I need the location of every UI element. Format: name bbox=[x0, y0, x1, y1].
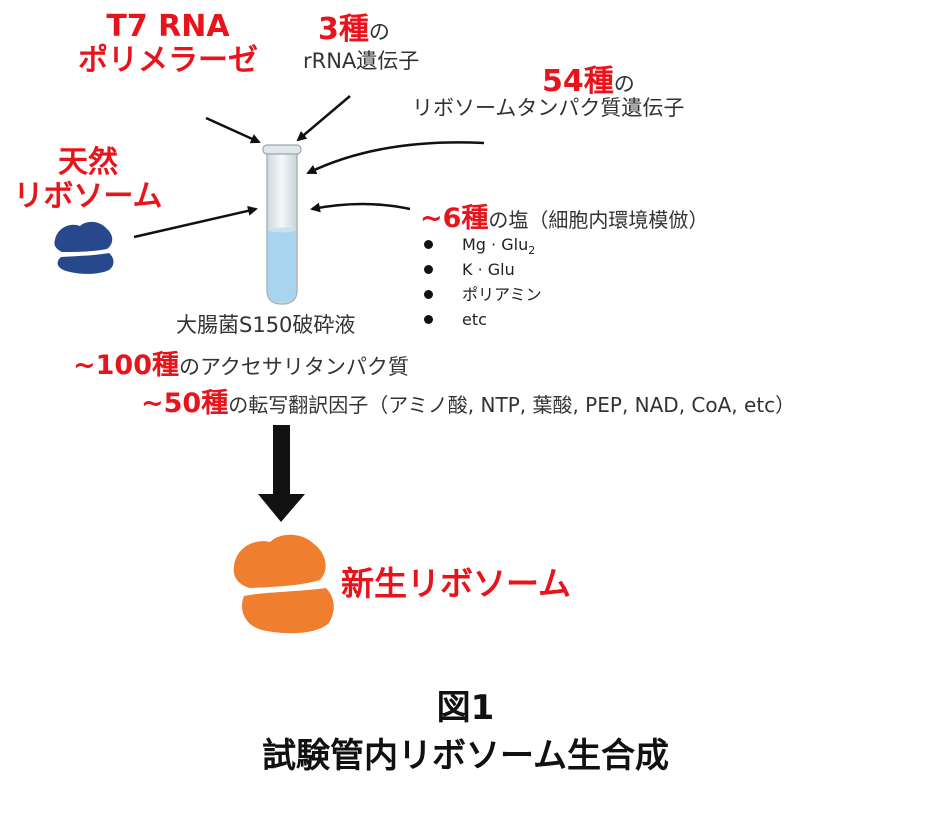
natural-line2: リボソーム bbox=[13, 179, 163, 214]
label-salt-row: ~6種の塩（細胞内環境模倣） bbox=[420, 196, 708, 235]
natural-line1: 天然 bbox=[58, 145, 118, 180]
label-natural-ribosome: 天然 リボソーム bbox=[8, 146, 168, 214]
t7-line2: ポリメラーゼ bbox=[78, 43, 258, 78]
new-ribosome-icon bbox=[233, 534, 334, 634]
arrow-rrna bbox=[296, 95, 351, 142]
rrna-no: の bbox=[368, 20, 390, 44]
tl-count: ~50種 bbox=[141, 388, 229, 419]
label-ribosomal-protein-genes: リボソームタンパク質遺伝子 bbox=[412, 96, 685, 120]
tl-text: の転写翻訳因子（アミノ酸, NTP, 葉酸, PEP, NAD, CoA, et… bbox=[228, 393, 796, 417]
rp-no: の bbox=[613, 72, 635, 96]
arrow-natural bbox=[133, 205, 258, 239]
arrow-t7 bbox=[205, 116, 261, 144]
down-arrow-icon bbox=[258, 425, 305, 522]
acc-text: のアクセサリタンパク質 bbox=[178, 355, 409, 379]
label-rrna-count-row: 3種の bbox=[318, 4, 390, 48]
label-s150-lysate: 大腸菌S150破砕液 bbox=[176, 313, 356, 337]
salt-item-etc: etc bbox=[422, 307, 542, 332]
salt-item-polyamine: ポリアミン bbox=[422, 282, 542, 307]
salt-count: ~6種 bbox=[420, 203, 489, 234]
label-rp-count-row: 54種の bbox=[542, 56, 635, 100]
rp-count: 54種 bbox=[542, 64, 614, 99]
acc-count: ~100種 bbox=[73, 350, 179, 381]
salt-item-k: K · Glu bbox=[422, 257, 542, 282]
label-factors-row: ~50種の転写翻訳因子（アミノ酸, NTP, 葉酸, PEP, NAD, CoA… bbox=[141, 381, 795, 420]
figure-title: 試験管内リボソーム生合成 bbox=[262, 736, 669, 776]
arrow-salt bbox=[310, 202, 411, 213]
natural-ribosome-icon bbox=[54, 221, 114, 274]
rrna-count: 3種 bbox=[318, 12, 369, 47]
salt-item-mg: Mg · Glu2 bbox=[422, 232, 542, 257]
salt-text: の塩（細胞内環境模倣） bbox=[488, 208, 709, 232]
arrow-rprotein bbox=[306, 141, 485, 175]
t7-line1: T7 RNA bbox=[106, 9, 230, 44]
label-accessory-row: ~100種のアクセサリタンパク質 bbox=[73, 343, 409, 382]
label-rrna-genes: rRNA遺伝子 bbox=[303, 49, 420, 73]
test-tube-icon bbox=[262, 144, 302, 305]
salt-list: Mg · Glu2 K · Glu ポリアミン etc bbox=[422, 232, 542, 332]
label-new-ribosome: 新生リボソーム bbox=[341, 564, 572, 603]
label-t7-rna-polymerase: T7 RNA ポリメラーゼ bbox=[68, 10, 268, 78]
figure-number: 図1 bbox=[436, 688, 495, 728]
